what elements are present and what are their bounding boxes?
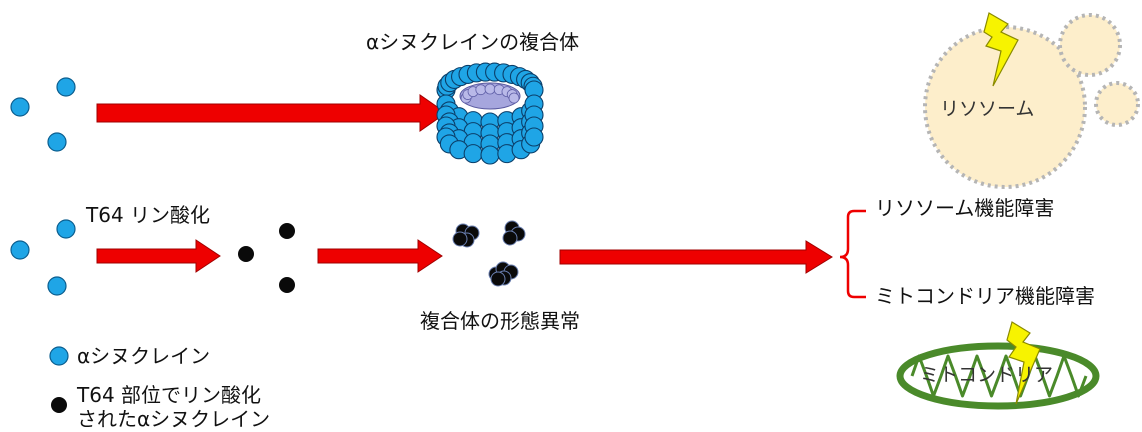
outcome-arrow bbox=[559, 240, 833, 274]
lightning-bolt-icon bbox=[983, 12, 1019, 87]
legend-blue-dot bbox=[49, 346, 69, 366]
outcome-bracket bbox=[839, 209, 866, 299]
lysosome-illustration bbox=[923, 13, 1140, 189]
top-arrow bbox=[96, 94, 447, 132]
phospho-monomers bbox=[238, 223, 295, 293]
outcome-mitochondria-dysfunction: ミトコンドリア機能障害 bbox=[875, 284, 1095, 308]
legend-label-phospho-line2: されたαシヌクレイン bbox=[77, 407, 271, 431]
lysosome-label: リソソーム bbox=[940, 98, 1035, 120]
abnormal-complexes bbox=[452, 220, 526, 287]
legend-black-dot bbox=[51, 397, 67, 413]
abnormal-complex-label: 複合体の形態異常 bbox=[420, 309, 580, 333]
phospho-arrow bbox=[96, 239, 221, 273]
synuclein-ring-complex bbox=[436, 62, 544, 165]
phospho-label: T64 リン酸化 bbox=[86, 203, 211, 227]
legend-label-phospho-line1: T64 部位でリン酸化 bbox=[77, 383, 262, 407]
outcome-lysosome-dysfunction: リソソーム機能障害 bbox=[875, 196, 1055, 220]
complex-label: αシヌクレインの複合体 bbox=[366, 30, 580, 54]
mitochondria-label: ミトコンドリア bbox=[920, 364, 1054, 386]
lightning-bolt-icon bbox=[1006, 321, 1041, 405]
bottom-monomers bbox=[10, 219, 76, 296]
legend-label-synuclein: αシヌクレイン bbox=[77, 344, 211, 368]
aggregation-arrow bbox=[317, 239, 443, 273]
top-monomers bbox=[10, 77, 76, 152]
mitochondria-illustration bbox=[896, 342, 1100, 410]
